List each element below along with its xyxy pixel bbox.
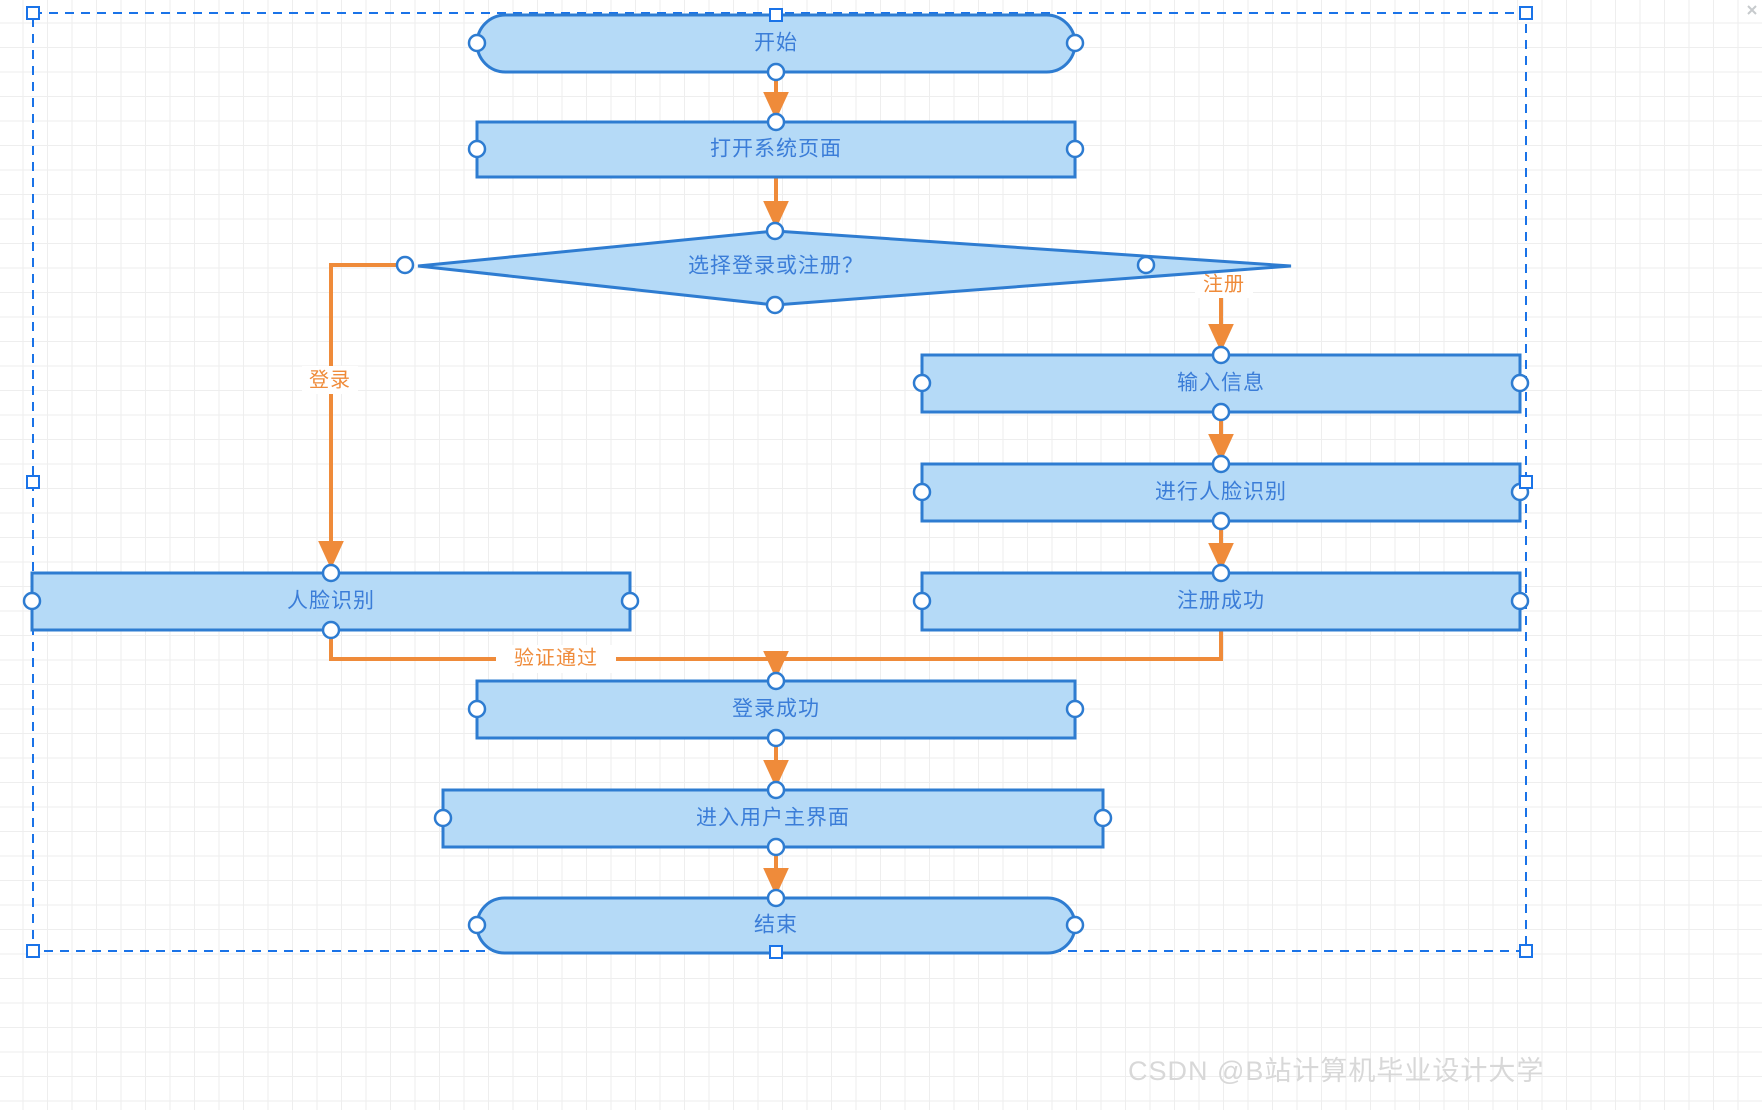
node-register-success-label: 注册成功 <box>1177 590 1265 613</box>
handle-top-left <box>26 6 40 20</box>
node-face-login[interactable]: 人脸识别 <box>22 563 640 640</box>
edge-facelogin-to-loginok[interactable]: 验证通过 <box>329 631 789 679</box>
handle-middle-left <box>26 475 40 489</box>
node-choice[interactable]: 选择登录或注册？ <box>395 221 1292 315</box>
node-user-home-label: 进入用户主界面 <box>696 807 850 830</box>
node-open-page[interactable]: 打开系统页面 <box>467 112 1085 179</box>
handle-bottom-right <box>1519 944 1533 958</box>
resize-cursor-icon <box>1747 5 1757 15</box>
edge-label-verified: 验证通过 <box>514 646 598 669</box>
csdn-watermark: CSDN @B站计算机毕业设计大学 <box>1128 1056 1545 1086</box>
edge-choice-to-facelogin[interactable]: 登录 <box>302 263 405 569</box>
node-face-register-label: 进行人脸识别 <box>1155 481 1287 504</box>
node-open-page-label: 打开系统页面 <box>710 138 842 161</box>
edge-label-register: 注册 <box>1203 272 1245 295</box>
handle-middle-right <box>1519 475 1533 489</box>
node-user-home[interactable]: 进入用户主界面 <box>433 780 1113 857</box>
node-login-success[interactable]: 登录成功 <box>467 671 1085 748</box>
node-face-login-label: 人脸识别 <box>287 590 375 613</box>
handle-top-right <box>1519 6 1533 20</box>
node-register-success[interactable]: 注册成功 <box>912 563 1530 632</box>
node-start[interactable]: 开始 <box>467 8 1085 82</box>
edge-label-login: 登录 <box>309 368 351 391</box>
selection-handles[interactable] <box>26 6 1533 958</box>
edge-regsuccess-to-loginok[interactable] <box>774 631 1223 665</box>
node-input-info[interactable]: 输入信息 <box>912 345 1530 422</box>
node-end[interactable]: 结束 <box>467 888 1085 959</box>
node-choice-label: 选择登录或注册？ <box>688 255 864 278</box>
node-input-info-label: 输入信息 <box>1177 372 1265 395</box>
node-end-label: 结束 <box>754 914 798 937</box>
node-start-label: 开始 <box>754 32 798 55</box>
node-face-register[interactable]: 进行人脸识别 <box>912 454 1530 531</box>
node-login-success-label: 登录成功 <box>732 698 820 721</box>
handle-bottom-left <box>26 944 40 958</box>
